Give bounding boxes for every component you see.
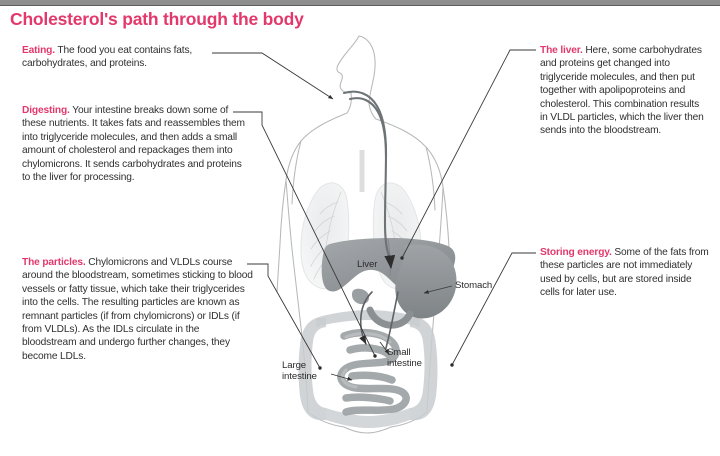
leader-lines [212, 49, 536, 381]
callout-particles: The particles. Chylomicrons and VLDLs co… [22, 256, 254, 363]
organ-label-stomach: Stomach [455, 280, 493, 291]
organ-label-small-intestine: Small intestine [387, 347, 422, 369]
esophagus-tube [342, 90, 392, 260]
callout-storing-body: Some of the fats from these particles ar… [540, 247, 709, 299]
leader-large-intestine-label [330, 373, 353, 381]
callout-eating-body: The food you eat contains fats, carbohyd… [22, 45, 193, 70]
callout-storing-lead: Storing energy. [540, 247, 612, 258]
top-rule [0, 0, 720, 6]
callout-particles-body: Chylomicrons and VLDLs course around the… [22, 257, 253, 362]
organ-label-liver: Liver [357, 259, 378, 270]
callout-liver: The liver. Here, some carbohydrates and … [540, 44, 708, 138]
callout-digesting-body: Your intestine breaks down some of these… [22, 105, 245, 184]
organ-label-large-intestine: Large intestine [282, 360, 317, 382]
leader-digesting [233, 111, 377, 358]
leader-stomach-label [423, 285, 453, 294]
small-intestine-graphic [337, 328, 410, 416]
page-title: Cholesterol's path through the body [10, 9, 304, 29]
leader-storing [450, 252, 536, 367]
leader-particles [247, 263, 322, 370]
callout-liver-body: Here, some carbohydrates and proteins ge… [540, 45, 704, 137]
flow-arrows [359, 291, 399, 349]
stomach-graphic [366, 244, 457, 329]
callout-liver-lead: The liver. [540, 45, 583, 56]
leader-small-intestine-label [379, 341, 390, 355]
leader-liver [400, 49, 536, 260]
callout-eating-lead: Eating. [22, 45, 55, 56]
callout-storing: Storing energy. Some of the fats from th… [540, 246, 710, 300]
callout-digesting-lead: Digesting. [22, 105, 70, 116]
callout-eating: Eating. The food you eat contains fats, … [22, 44, 238, 71]
callout-digesting: Digesting. Your intestine breaks down so… [22, 104, 250, 184]
callout-particles-lead: The particles. [22, 257, 86, 268]
esophagus-arrow [384, 254, 396, 270]
leader-eating [212, 52, 334, 100]
